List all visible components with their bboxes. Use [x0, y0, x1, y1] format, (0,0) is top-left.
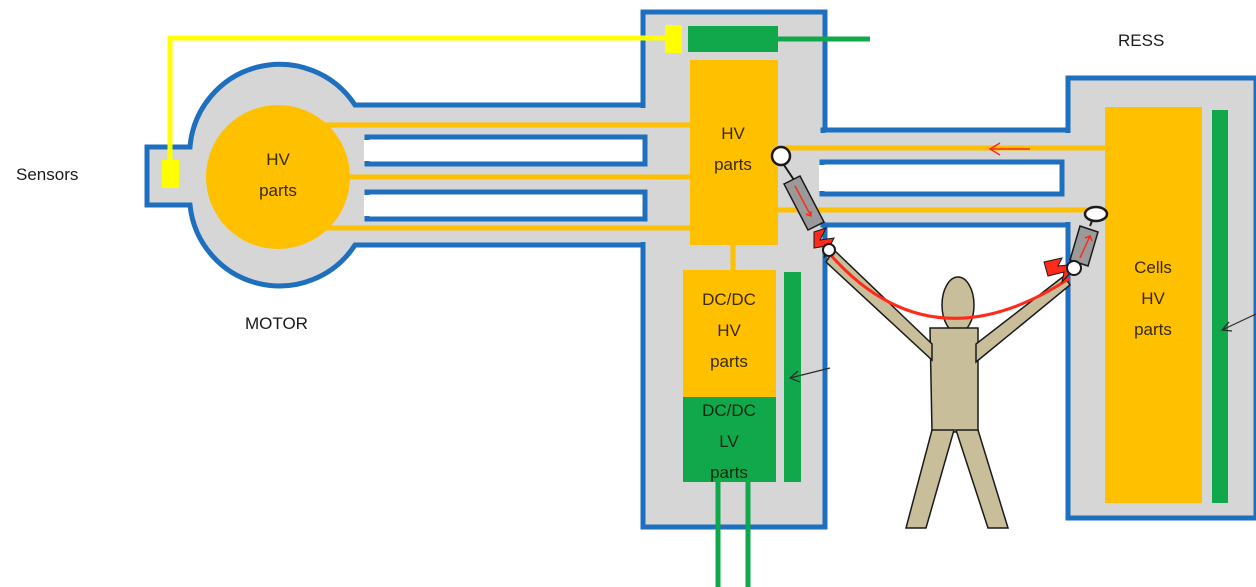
motor-slot-upper: [364, 134, 648, 167]
hv-wiring: [300, 122, 1108, 272]
dcdc-lv-parts: [683, 397, 776, 482]
left-probe-ring: [770, 145, 792, 167]
lv-connector-top: [688, 26, 778, 52]
controller-hv-parts: [690, 60, 778, 245]
sensor-wire: [167, 35, 670, 170]
cells-hv-parts: [1105, 107, 1202, 503]
cutouts: [364, 134, 1065, 222]
ress-slot: [819, 159, 1065, 197]
motor-hv-text-2: parts: [259, 181, 297, 200]
motor-hv-text-1: HV: [266, 150, 290, 169]
person-left-leg: [905, 429, 955, 529]
dcdc-lv-text-1: DC/DC: [702, 401, 756, 420]
sensor-connector: [665, 25, 682, 53]
hv-blocks: [206, 60, 1202, 503]
sensors-label: Sensors: [16, 165, 78, 184]
body-current-path: [826, 251, 1071, 320]
current-arrow: [988, 142, 1030, 156]
dcdc-lv-text-2: LV: [719, 432, 739, 451]
person-figure: [825, 248, 1072, 529]
dcdc-hv-text-1: DC/DC: [702, 290, 756, 309]
dcdc-hv-text-2: HV: [717, 321, 741, 340]
right-probe-ring: [1083, 205, 1109, 223]
person-torso: [929, 327, 979, 433]
person-head: [941, 276, 975, 334]
dcdc-hv-text-3: parts: [710, 352, 748, 371]
cells-hv-text-2: HV: [1141, 289, 1165, 308]
dcdc-lv-text-3: parts: [710, 463, 748, 482]
block-texts: HV parts HV parts DC/DC HV parts DC/DC L…: [259, 124, 1172, 482]
sensor-wiring: [162, 25, 682, 188]
cells-hv-text-3: parts: [1134, 320, 1172, 339]
dcdc-hv-parts: [683, 270, 776, 398]
arrow-to-cells-shield: [1221, 313, 1256, 331]
person-right-leg: [954, 429, 1010, 529]
shield-cells: [1212, 110, 1228, 503]
pointer-arrows: [788, 313, 1256, 383]
left-probe: [770, 145, 836, 259]
controller-hv-text-2: parts: [714, 155, 752, 174]
motor-slot-lower: [364, 189, 648, 222]
right-probe-body: [1069, 225, 1099, 267]
motor-label: MOTOR: [245, 314, 308, 333]
sensor-block: [162, 160, 179, 188]
cells-hv-text-1: Cells: [1134, 258, 1172, 277]
arrow-to-dcdc-shield: [789, 367, 831, 379]
motor-hv-parts: [206, 105, 350, 249]
ress-label: RESS: [1118, 31, 1164, 50]
outside-labels: Sensors MOTOR RESS: [16, 31, 1164, 333]
controller-hv-text-1: HV: [721, 124, 745, 143]
right-probe: [1043, 205, 1109, 284]
person-right-arm: [975, 274, 1072, 364]
